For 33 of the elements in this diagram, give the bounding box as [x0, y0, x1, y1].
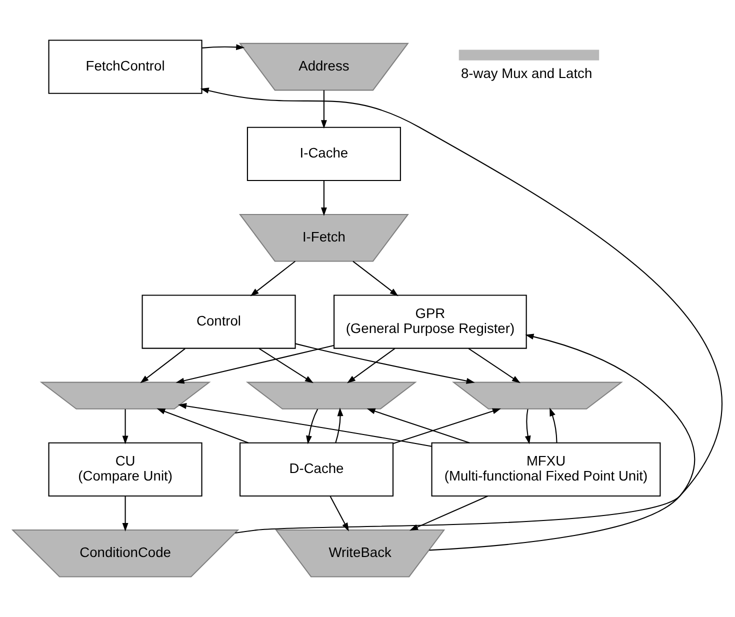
arrow [258, 348, 314, 384]
arrow [524, 409, 531, 444]
node-box: GPR (General Purpose Register) [334, 294, 527, 349]
node-box: FetchControl [48, 40, 202, 94]
arrow [335, 408, 344, 443]
legend-label: 8-way Mux and Latch [461, 64, 592, 81]
node-trapezoid [452, 382, 623, 410]
node-trapezoid [246, 382, 417, 410]
arrow [320, 180, 327, 216]
arrow [409, 496, 488, 531]
node-box: Control [142, 294, 296, 349]
node-box: CU (Compare Unit) [48, 442, 202, 497]
arrow [550, 408, 558, 443]
arrow [320, 90, 327, 129]
arrow [122, 409, 128, 444]
arrow [366, 408, 470, 444]
arrow [468, 348, 520, 384]
arrow [295, 343, 475, 384]
node-box: D-Cache [240, 442, 394, 497]
arrow [178, 403, 432, 447]
node-box: MFXU (Multi-functional Fixed Point Unit) [431, 442, 661, 497]
node-box: I-Cache [246, 126, 401, 182]
arrow [140, 348, 186, 384]
arrow [306, 408, 318, 444]
arrow [122, 496, 128, 532]
arrow [393, 408, 502, 444]
arrow [156, 408, 249, 444]
arrow [176, 345, 334, 384]
arrow [352, 260, 398, 296]
arrow [429, 334, 695, 551]
arrow [347, 348, 396, 384]
arrow [250, 260, 296, 296]
arrow [202, 44, 245, 50]
